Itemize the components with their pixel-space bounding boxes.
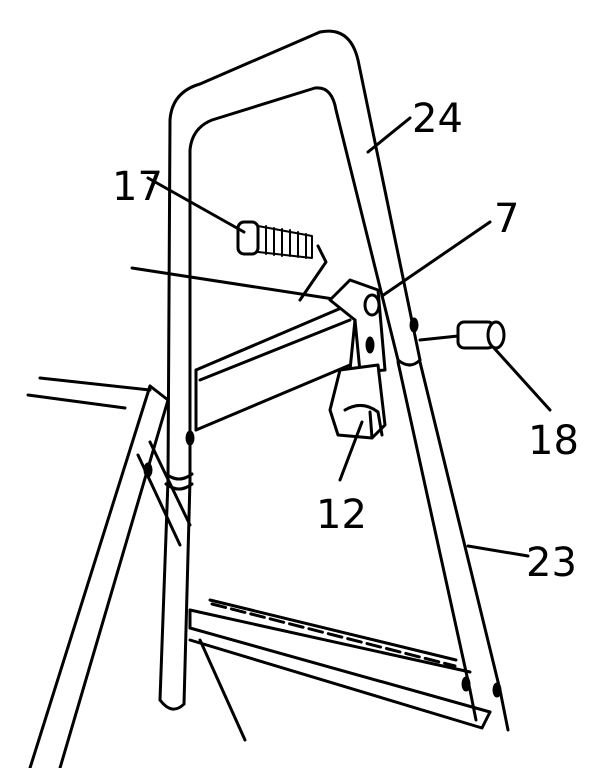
callout-24: 24 (412, 96, 463, 142)
background-brace-lines (26, 266, 342, 410)
pin-part (418, 320, 506, 350)
callout-7: 7 (494, 196, 519, 242)
callout-labels: 17 24 7 18 12 23 (112, 96, 579, 586)
callout-23: 23 (526, 540, 577, 586)
callout-18: 18 (528, 418, 579, 464)
cross-bar (194, 298, 362, 432)
callout-17: 17 (112, 164, 163, 210)
handrail-frame (158, 29, 422, 711)
callout-12: 12 (316, 492, 367, 538)
left-ladder-leg (28, 384, 247, 768)
bottom-step (188, 598, 492, 730)
right-leg (396, 360, 510, 732)
leader-lines (146, 116, 552, 558)
latch-part (328, 363, 387, 440)
hinge-bracket (328, 278, 387, 374)
spring-part (236, 220, 328, 302)
